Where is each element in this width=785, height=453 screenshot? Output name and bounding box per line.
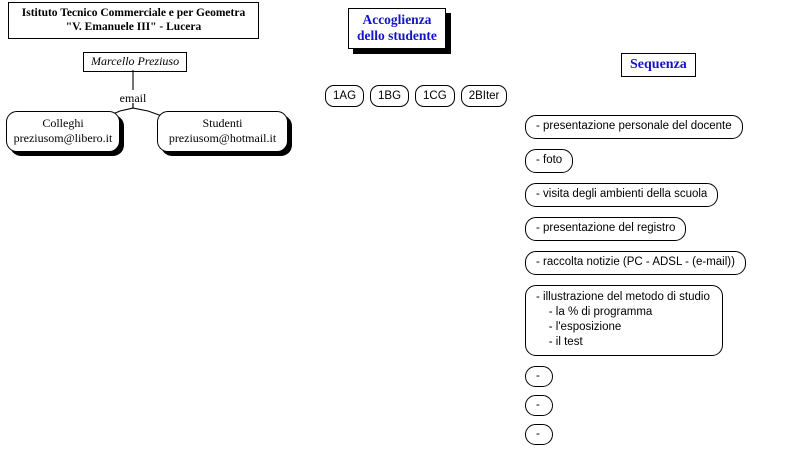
sequence-step[interactable]: - presentazione personale del docente bbox=[525, 115, 743, 139]
contact-box-studenti[interactable]: Studenti preziusom@hotmail.it bbox=[157, 111, 288, 152]
sequence-step[interactable]: - raccolta notizie (PC - ADSL - (e-mail)… bbox=[525, 251, 746, 275]
class-chip-1bg[interactable]: 1BG bbox=[370, 85, 410, 107]
sequence-step[interactable]: - visita degli ambienti della scuola bbox=[525, 183, 719, 207]
sequence-step[interactable]: - presentazione del registro bbox=[525, 217, 687, 241]
sequence-step[interactable]: - bbox=[525, 424, 553, 445]
class-chip-2biter[interactable]: 2BIter bbox=[460, 85, 508, 107]
email-link-label: email bbox=[119, 91, 147, 105]
school-title-line1: Istituto Tecnico Commerciale e per Geome… bbox=[21, 7, 246, 19]
class-chip-row: 1AG 1BG 1CG 2BIter bbox=[325, 85, 508, 107]
sequence-heading-box: Sequenza bbox=[621, 53, 696, 77]
contact-name: Colleghi bbox=[42, 116, 84, 130]
contact-name: Studenti bbox=[202, 116, 243, 130]
sequence-step[interactable]: - bbox=[525, 395, 553, 416]
contact-box-colleghi[interactable]: Colleghi preziusom@libero.it bbox=[6, 111, 120, 152]
sequence-step-list: - presentazione personale del docente - … bbox=[525, 115, 746, 453]
topic-heading-line1: Accoglienza bbox=[362, 12, 432, 27]
contact-email: preziusom@libero.it bbox=[13, 131, 113, 145]
school-title-line2: "V. Emanuele III" - Lucera bbox=[65, 21, 202, 33]
person-name-box: Marcello Preziuso bbox=[83, 52, 188, 72]
sequence-step[interactable]: - foto bbox=[525, 149, 574, 173]
sequence-step[interactable]: - illustrazione del metodo di studio - l… bbox=[525, 285, 723, 356]
topic-heading-line2: dello studente bbox=[357, 28, 437, 43]
topic-heading-box: Accoglienza dello studente bbox=[348, 8, 446, 49]
sequence-step[interactable]: - bbox=[525, 366, 553, 387]
class-chip-1cg[interactable]: 1CG bbox=[415, 85, 455, 107]
school-title-box: Istituto Tecnico Commerciale e per Geome… bbox=[8, 2, 259, 39]
contact-email: preziusom@hotmail.it bbox=[168, 131, 277, 145]
class-chip-1ag[interactable]: 1AG bbox=[325, 85, 365, 107]
